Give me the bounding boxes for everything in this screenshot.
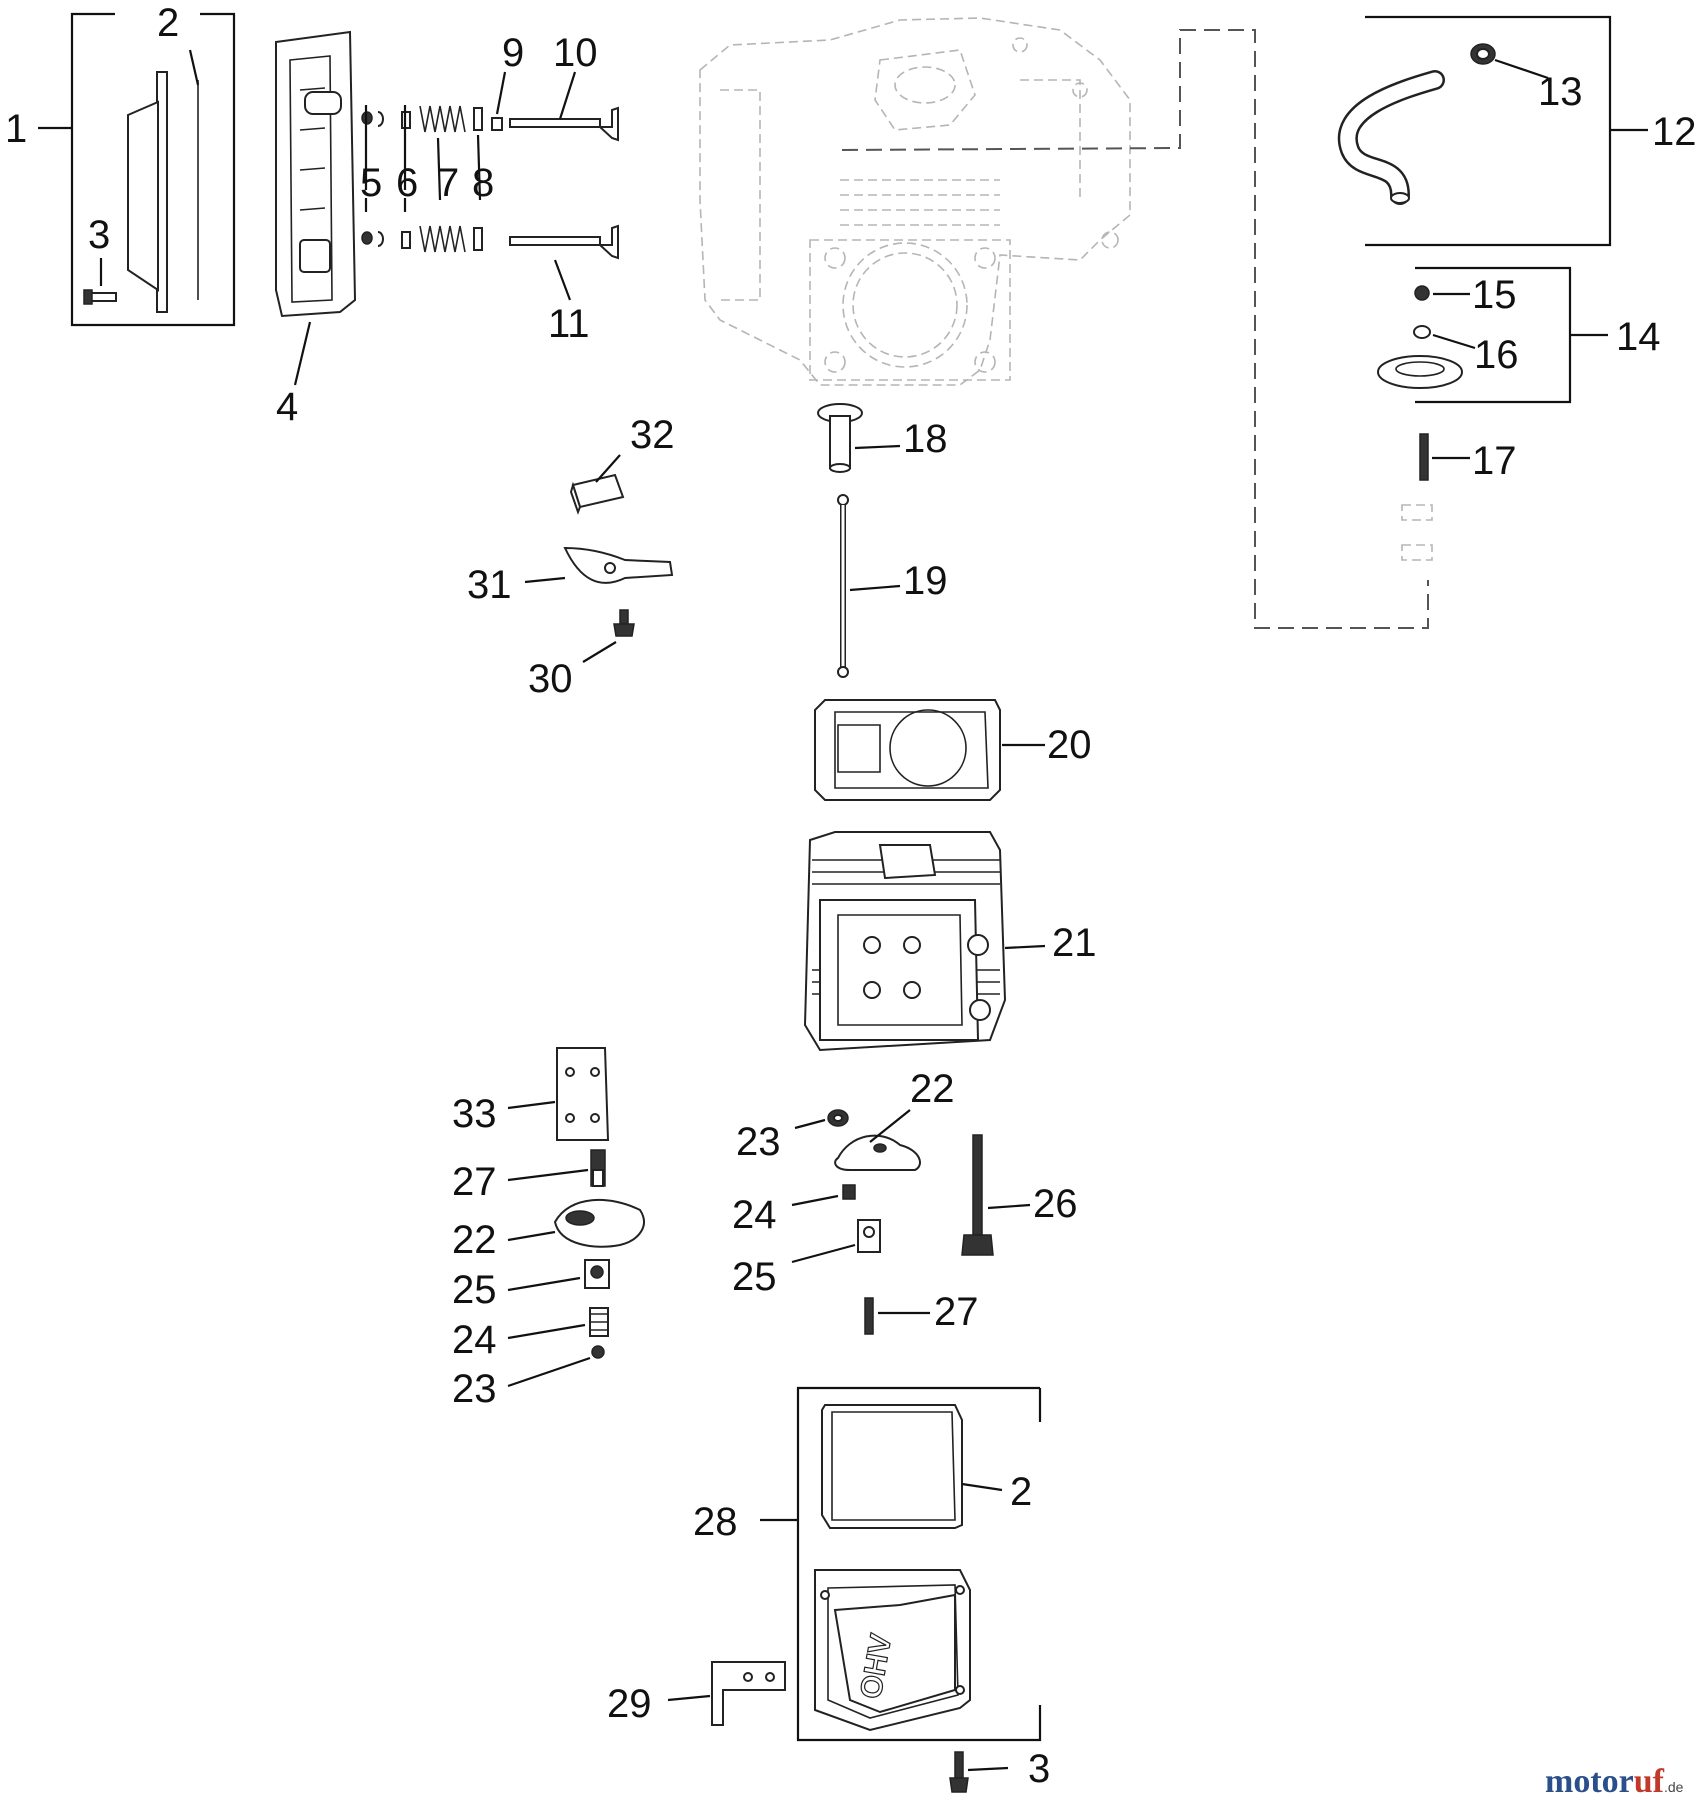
engine-block-outline (699, 17, 1131, 386)
breather-nut-part (1414, 285, 1430, 301)
callout-22-right: 22 (910, 1067, 955, 1111)
rocker-pivot-part-a (857, 1219, 881, 1253)
watermark-brand-accent: uf (1634, 1763, 1665, 1800)
callout-30: 30 (528, 657, 573, 701)
callout-27-left: 27 (452, 1160, 497, 1204)
head-bolt-part (961, 1134, 994, 1256)
callout-27-right: 27 (934, 1290, 979, 1334)
hose-clamp-part (1470, 43, 1496, 65)
callout-7: 7 (437, 161, 459, 205)
rocker-stud-part-a (864, 1297, 874, 1335)
pushrod-part (837, 494, 849, 678)
cover-bolt-part (949, 1751, 969, 1793)
rocker-arm-part-a (834, 1134, 921, 1171)
callout-12: 12 (1652, 110, 1697, 154)
pivot-spring-part-a (842, 1184, 856, 1200)
breather-reed-part (563, 546, 674, 584)
callout-21: 21 (1052, 921, 1097, 965)
callout-26: 26 (1033, 1182, 1078, 1226)
pivot-spring-part-b (589, 1307, 609, 1337)
valve-keepers-part (361, 111, 384, 247)
valve-spring-part (419, 105, 466, 253)
valve-cover-gasket-part (821, 1404, 963, 1529)
valve-cover-part (814, 1569, 971, 1732)
breather-cover-part (1377, 355, 1463, 389)
group-bracket-1 (38, 12, 236, 327)
valve-cap-part (491, 117, 503, 131)
breather-stud-part (1419, 433, 1429, 481)
callout-19: 19 (903, 559, 948, 603)
cylinder-head-part (803, 831, 1007, 1052)
svg-text:motoruf.de: motoruf.de (1545, 1763, 1684, 1800)
pushrod-guide-part (817, 403, 863, 473)
callout-5: 5 (360, 161, 382, 205)
callout-22-left: 22 (452, 1218, 497, 1262)
watermark-brand-main: motor (1545, 1763, 1634, 1800)
breather-hose-part (1337, 70, 1445, 205)
callout-2-bottom: 2 (1010, 1470, 1032, 1514)
group-bracket-14 (1415, 266, 1608, 404)
rocker-stud-part-b (590, 1149, 606, 1187)
callout-16: 16 (1474, 333, 1519, 377)
callout-9: 9 (502, 31, 524, 75)
watermark-suffix: .de (1664, 1779, 1684, 1795)
callout-18: 18 (903, 417, 948, 461)
bolt-3-part (83, 289, 117, 305)
head-gasket-part (814, 699, 1001, 801)
callout-11: 11 (548, 302, 590, 346)
callout-8: 8 (472, 161, 494, 205)
breather-screw-part (613, 609, 635, 637)
callout-1: 1 (5, 107, 27, 151)
callout-4: 4 (276, 385, 298, 429)
rocker-arm-part-b (553, 1198, 645, 1248)
callout-25-left: 25 (452, 1268, 497, 1312)
callout-32: 32 (630, 413, 675, 457)
callout-labels: 1 2 3 4 5 6 7 8 9 10 11 12 13 14 15 16 1… (5, 1, 1697, 1791)
callout-17: 17 (1472, 439, 1517, 483)
callout-23-left: 23 (452, 1367, 497, 1411)
callout-10: 10 (553, 31, 598, 75)
callout-23-right: 23 (736, 1120, 781, 1164)
callout-13: 13 (1538, 70, 1583, 114)
callout-24-left: 24 (452, 1318, 497, 1362)
cylinder-head-side-part (275, 30, 357, 318)
callout-14: 14 (1616, 315, 1661, 359)
callout-31: 31 (467, 563, 512, 607)
watermark-logo: motoruf.de (1545, 1763, 1684, 1800)
breather-washer-part (1413, 325, 1431, 339)
callout-2: 2 (157, 1, 179, 45)
cover-bracket-part (711, 1661, 786, 1726)
callout-3: 3 (88, 213, 110, 257)
breather-connection-dashline (841, 29, 1429, 629)
callout-6: 6 (396, 161, 418, 205)
group-bracket-12 (1365, 15, 1648, 247)
callout-33: 33 (452, 1092, 497, 1136)
callout-15: 15 (1472, 273, 1517, 317)
callout-24-right: 24 (732, 1193, 777, 1237)
head-cover-gasket-part (127, 71, 199, 313)
intake-valve-part (509, 224, 619, 260)
rocker-nut-part-a (827, 1109, 849, 1127)
valve-seal-part (473, 107, 483, 251)
callout-28: 28 (693, 1500, 738, 1544)
rocker-nut-part-b (591, 1345, 605, 1359)
rocker-pivot-part-b (584, 1259, 610, 1289)
breather-reed-stop-part (569, 473, 625, 515)
callout-29: 29 (607, 1682, 652, 1726)
callout-20: 20 (1047, 723, 1092, 767)
callout-25-right: 25 (732, 1255, 777, 1299)
group-bracket-28 (760, 1386, 1042, 1742)
breather-ghost-parts (1401, 504, 1433, 561)
exhaust-valve-part (509, 106, 619, 142)
rocker-bracket-part (556, 1047, 610, 1141)
callout-3-bottom: 3 (1028, 1747, 1050, 1791)
